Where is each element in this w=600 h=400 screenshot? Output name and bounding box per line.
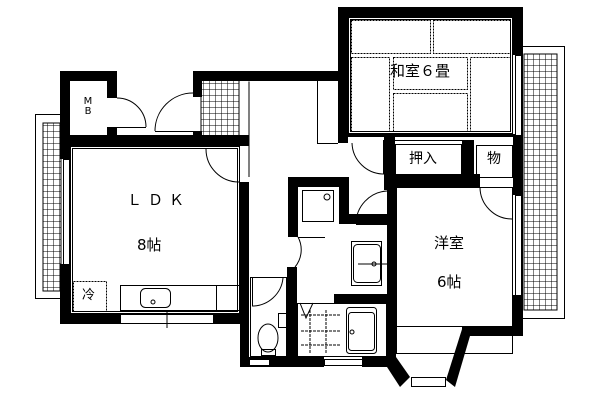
room-oshiire-name: 押入 [409,151,437,167]
bathtub [346,307,377,354]
room-monooki-name: 物 [487,151,501,167]
walls [60,7,523,387]
toilet [257,313,287,356]
room-ldk-size: 8帖 [137,236,162,254]
right-balcony [522,46,565,319]
vanity-sink [351,241,387,286]
tatami-mats [351,20,511,132]
entrance-tiles [200,79,240,137]
room-youshitsu-size: 6帖 [437,273,462,291]
wash-basin [302,190,334,222]
room-youshitsu-name: 洋室 [434,234,465,252]
mb-label-line1: M [83,96,93,107]
refrigerator-spot [73,281,107,312]
doors [116,92,513,307]
refrigerator-label: 冷 [82,288,96,303]
mb-label-line2: B [84,106,92,117]
room-ldk-name: ＬＤＫ [127,191,191,209]
shower-floor [299,302,340,354]
kitchen-counter [120,285,240,328]
room-washitsu-name: 和室６畳 [390,62,451,80]
mb-label: M B [83,97,93,117]
